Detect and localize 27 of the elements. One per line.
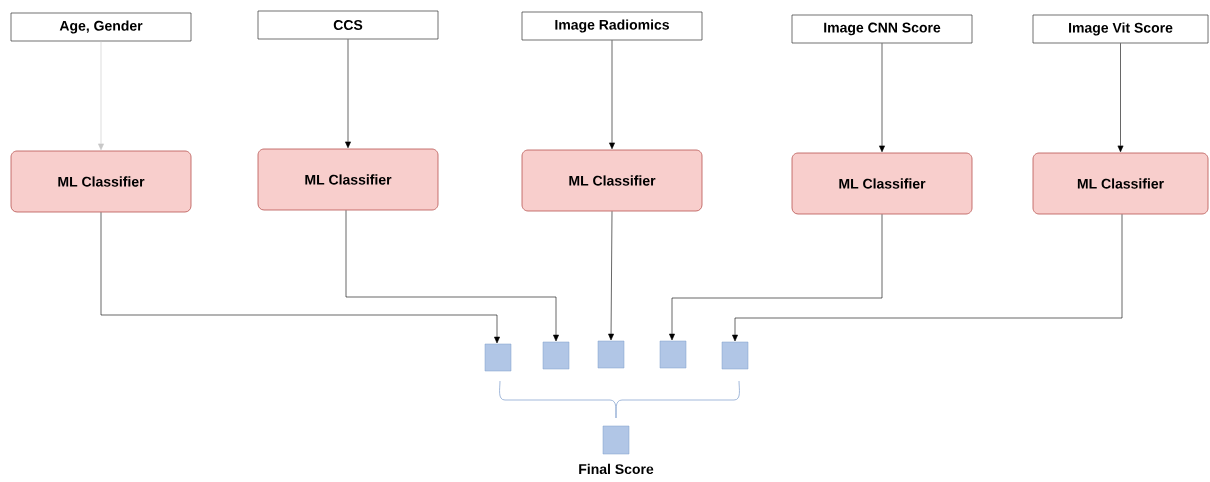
arrow: [608, 211, 614, 341]
arrow: [669, 214, 883, 341]
classifier-box: ML Classifier: [10, 150, 192, 213]
score-label: Final Score: [579, 463, 654, 475]
classifier-box: ML Classifier: [791, 152, 973, 215]
arrow: [345, 39, 351, 149]
input-box: Image Radiomics: [521, 11, 703, 41]
input-box: CCS: [257, 10, 439, 40]
score-square: [597, 340, 625, 369]
arrow: [98, 41, 104, 151]
arrow: [100, 212, 500, 344]
classifier-box: ML Classifier: [521, 149, 703, 212]
arrow: [1117, 43, 1124, 153]
score-square: [542, 341, 570, 370]
score-square: [659, 340, 687, 369]
input-box: Image Vit Score: [1032, 14, 1209, 44]
arrow: [879, 43, 885, 153]
arrow: [345, 210, 559, 342]
input-box: Image CNN Score: [791, 14, 973, 44]
input-box: Age, Gender: [10, 12, 192, 42]
score-square: [602, 425, 630, 455]
arrow: [732, 214, 1123, 342]
score-square: [721, 341, 749, 370]
score-square: [484, 343, 512, 372]
classifier-box: ML Classifier: [257, 148, 439, 211]
arrow: [609, 40, 615, 150]
classifier-box: ML Classifier: [1032, 152, 1209, 215]
